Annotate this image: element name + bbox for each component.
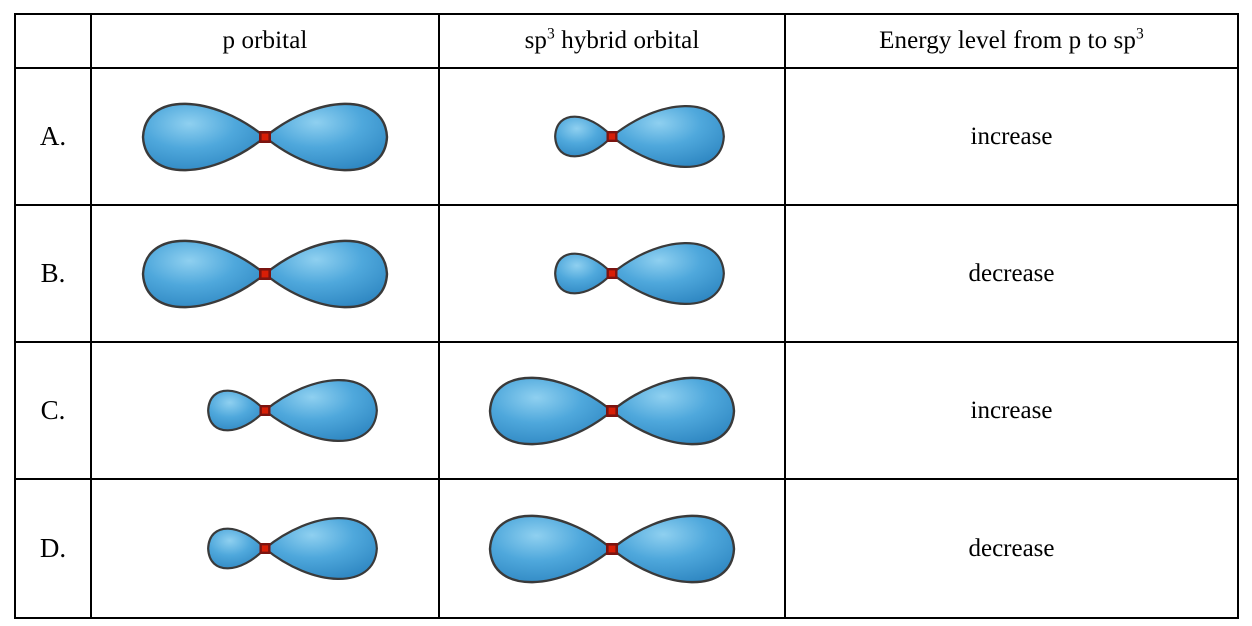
header-sp3-prefix: sp: [524, 27, 548, 55]
sp3-orbital-figure: [438, 67, 786, 206]
energy-level-value: increase: [784, 67, 1239, 206]
row-option-label: B.: [14, 204, 92, 343]
header-row-label: [14, 13, 92, 69]
sp3-orbital-diagram: [440, 343, 784, 478]
orbital-comparison-table: p orbital sp3 hybrid orbital Energy leve…: [14, 13, 1239, 619]
p-orbital-figure: [90, 67, 440, 206]
header-sp3-hybrid-orbital: sp3 hybrid orbital: [438, 13, 786, 69]
sp3-orbital-figure: [438, 478, 786, 619]
row-option-label: A.: [14, 67, 92, 206]
table-row: A. increase: [14, 67, 1239, 206]
sp3-orbital-diagram: [440, 480, 784, 617]
header-energy-prefix: Energy level from p to sp: [879, 27, 1136, 55]
energy-level-value: increase: [784, 341, 1239, 480]
sp3-orbital-diagram: [440, 206, 784, 341]
p-orbital-figure: [90, 478, 440, 619]
row-option-label: D.: [14, 478, 92, 619]
header-sp3-superscript: 3: [547, 25, 555, 43]
header-energy-level: Energy level from p to sp3: [784, 13, 1239, 69]
p-orbital-diagram: [92, 69, 438, 204]
header-sp3-suffix: hybrid orbital: [554, 27, 700, 55]
table-row: B. decrease: [14, 204, 1239, 343]
table-row: C. increase: [14, 341, 1239, 480]
energy-level-value: decrease: [784, 204, 1239, 343]
sp3-orbital-diagram: [440, 69, 784, 204]
p-orbital-figure: [90, 341, 440, 480]
sp3-orbital-figure: [438, 204, 786, 343]
p-orbital-diagram: [92, 480, 438, 617]
energy-level-value: decrease: [784, 478, 1239, 619]
p-orbital-diagram: [92, 206, 438, 341]
row-option-label: C.: [14, 341, 92, 480]
sp3-orbital-figure: [438, 341, 786, 480]
p-orbital-figure: [90, 204, 440, 343]
header-p-orbital: p orbital: [90, 13, 440, 69]
table-row: D. decrease: [14, 478, 1239, 619]
table-header-row: p orbital sp3 hybrid orbital Energy leve…: [14, 13, 1239, 69]
p-orbital-diagram: [92, 343, 438, 478]
header-energy-superscript: 3: [1136, 25, 1144, 43]
